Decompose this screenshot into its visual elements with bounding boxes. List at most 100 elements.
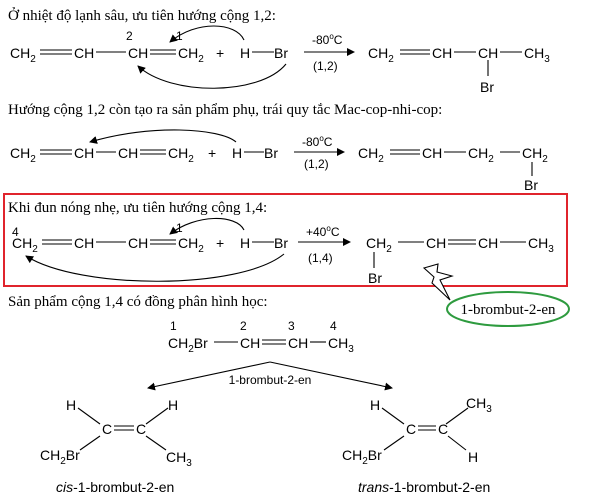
r3-num-4: 4 (12, 225, 19, 239)
r1-condition-temp: -80oC (312, 32, 343, 47)
r3-condition-temp: +40oC (306, 224, 340, 239)
parent-num-2: 2 (240, 319, 247, 333)
r2-condition-path: (1,2) (304, 157, 329, 171)
parent-num-3: 3 (288, 319, 295, 333)
r3-ch-a: CH (74, 235, 94, 251)
r1-h: H (240, 45, 250, 61)
r2-ch-a: CH (74, 145, 94, 161)
r1-condition-path: (1,2) (313, 59, 338, 73)
p3-double-bond (448, 239, 476, 245)
cis-ch3: CH3 (166, 449, 192, 469)
r2-ch-b: CH (118, 145, 138, 161)
r2-ch2-b: CH2 (168, 145, 194, 165)
p3-br: Br (368, 270, 382, 286)
r2-br: Br (264, 145, 278, 161)
cis-bond-h-left (77, 407, 101, 425)
p3-ch-b: CH (478, 235, 498, 251)
cis-bond-ch3 (145, 435, 167, 451)
callout-ellipse (446, 291, 570, 327)
r1-curved-arrow-h (169, 25, 245, 43)
p3-ch2: CH2 (366, 235, 392, 255)
center-name: 1-brombut-2-en (229, 373, 312, 387)
r3-double-bond-1 (42, 239, 72, 245)
cis-bond-ch2br (79, 435, 101, 451)
r3-double-bond-2 (150, 239, 176, 245)
p2-double-bond (390, 149, 420, 155)
p2-br: Br (524, 177, 538, 193)
p1-ch-a: CH (432, 45, 452, 61)
isomer-parent: 1 CH2Br 2 CH 3 CH 4 CH3 (168, 319, 354, 355)
trans-isomer: H CH3 C C CH2Br H trans-1-brombut-2-en (342, 395, 492, 495)
r1-double-bond-2 (150, 49, 176, 55)
parent-double-bond (262, 339, 286, 345)
callout-name: 1-brombut-2-en (461, 302, 556, 318)
cis-h-right: H (168, 397, 178, 413)
r2-ch2-a: CH2 (10, 145, 36, 165)
r1-num-1: 1 (176, 29, 183, 43)
r1-double-bond-1 (40, 49, 72, 55)
r2-h: H (232, 145, 242, 161)
r3-ch-b: CH (128, 235, 148, 251)
rule-side-text: Hướng cộng 1,2 còn tạo ra sản phẩm phụ, … (8, 102, 442, 118)
p1-double-bond (400, 49, 430, 55)
r1-ch2-a: CH2 (10, 45, 36, 65)
r2-condition-temp: -80oC (302, 134, 333, 149)
r2-double-bond-2 (140, 149, 166, 155)
r3-h: H (240, 235, 250, 251)
parent-ch-a: CH (240, 335, 260, 351)
cis-double-bond (114, 425, 134, 431)
r1-ch-a: CH (74, 45, 94, 61)
r1-plus: + (216, 45, 224, 61)
r2-plus: + (208, 145, 216, 161)
rule-14-text: Khi đun nóng nhẹ, ưu tiên hướng cộng 1,4… (8, 200, 267, 216)
p2-ch2-c: CH2 (522, 145, 548, 165)
trans-name: trans-1-brombut-2-en (358, 479, 490, 495)
rule-12-text: Ở nhiệt độ lạnh sâu, ưu tiên hướng cộng … (8, 7, 276, 24)
p1-ch3: CH3 (524, 45, 550, 65)
r3-ch2-a: CH2 (12, 235, 38, 255)
trans-ch2br: CH2Br (342, 447, 382, 467)
reaction-2: CH2 CH CH CH2 + H Br -80oC (1,2) CH2 CH … (10, 129, 548, 193)
trans-h-right: H (468, 449, 478, 465)
cis-c-left: C (102, 421, 112, 437)
parent-num-4: 4 (330, 319, 337, 333)
reaction-1: CH2 CH 2 CH 1 CH2 + H Br -80oC (1,2) CH2… (10, 25, 550, 95)
cis-ch2br: CH2Br (40, 447, 80, 467)
p1-ch2: CH2 (368, 45, 394, 65)
p2-ch2-a: CH2 (358, 145, 384, 165)
parent-num-1: 1 (170, 319, 177, 333)
r1-num-2: 2 (126, 29, 133, 43)
trans-h-left: H (370, 397, 380, 413)
trans-c-right: C (438, 421, 448, 437)
trans-bond-ch2br (383, 435, 405, 451)
arrow-to-cis (147, 361, 271, 391)
r3-br: Br (274, 235, 288, 251)
cis-name: cis-1-brombut-2-en (56, 479, 174, 495)
r1-ch2-b: CH2 (178, 45, 204, 65)
parent-ch3: CH3 (328, 335, 354, 355)
r3-condition-path: (1,4) (308, 251, 333, 265)
p2-ch2-b: CH2 (468, 145, 494, 165)
cis-h-left: H (66, 397, 76, 413)
p2-ch: CH (422, 145, 442, 161)
lightning-callout-icon (422, 263, 454, 301)
isomer-intro-text: Sản phẩm cộng 1,4 có đồng phân hình học: (8, 294, 268, 310)
r3-ch2-b: CH2 (178, 235, 204, 255)
p1-ch-b: CH (478, 45, 498, 61)
trans-bond-h-right (447, 435, 467, 451)
cis-c-right: C (136, 421, 146, 437)
r2-double-bond-1 (40, 149, 72, 155)
r3-curved-arrow-br (25, 253, 285, 282)
r2-curved-arrow (89, 129, 237, 144)
p3-ch3: CH3 (528, 235, 554, 255)
p3-ch-a: CH (426, 235, 446, 251)
trans-ch3: CH3 (466, 395, 492, 415)
highlight-box (3, 193, 568, 287)
trans-c-left: C (406, 421, 416, 437)
r1-br: Br (274, 45, 288, 61)
arrow-to-trans (269, 361, 393, 391)
trans-double-bond (418, 425, 436, 431)
trans-bond-ch3 (445, 407, 469, 425)
